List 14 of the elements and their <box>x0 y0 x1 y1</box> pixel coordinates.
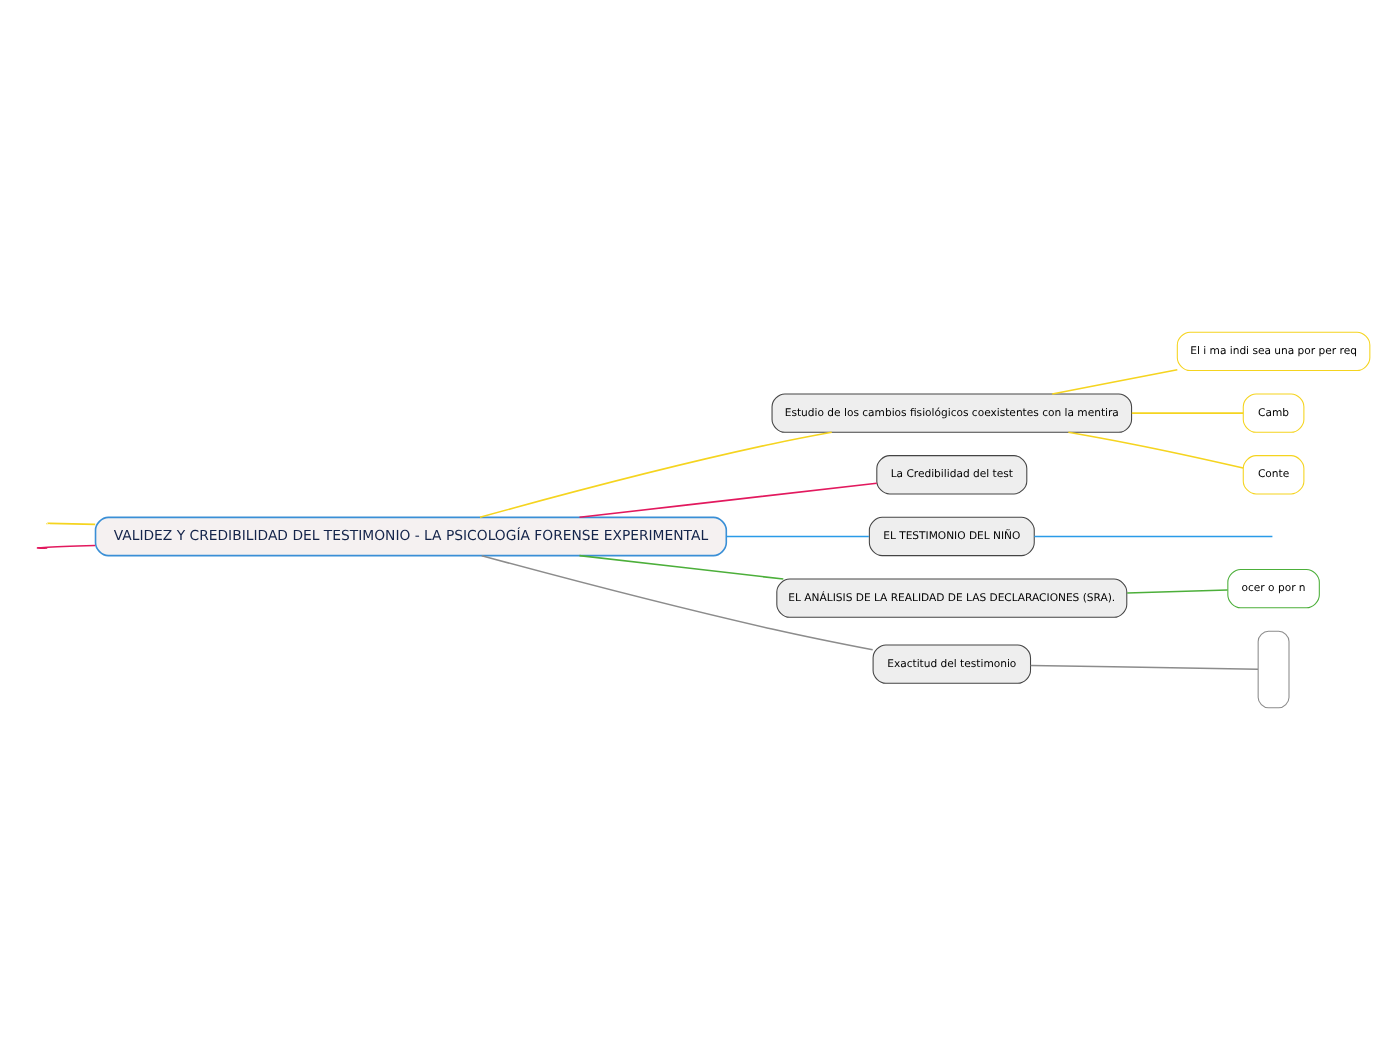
connector <box>578 554 785 580</box>
node-box <box>1257 630 1290 709</box>
connector <box>46 522 96 526</box>
connector <box>479 431 833 519</box>
connector <box>1051 368 1179 395</box>
connector <box>36 544 96 549</box>
connector <box>1033 535 1274 538</box>
connector <box>1029 664 1259 670</box>
connector <box>1126 589 1229 594</box>
connector <box>1131 412 1244 414</box>
connector <box>578 482 878 519</box>
connector <box>1067 431 1244 469</box>
connector <box>725 535 870 538</box>
connector <box>480 554 874 651</box>
